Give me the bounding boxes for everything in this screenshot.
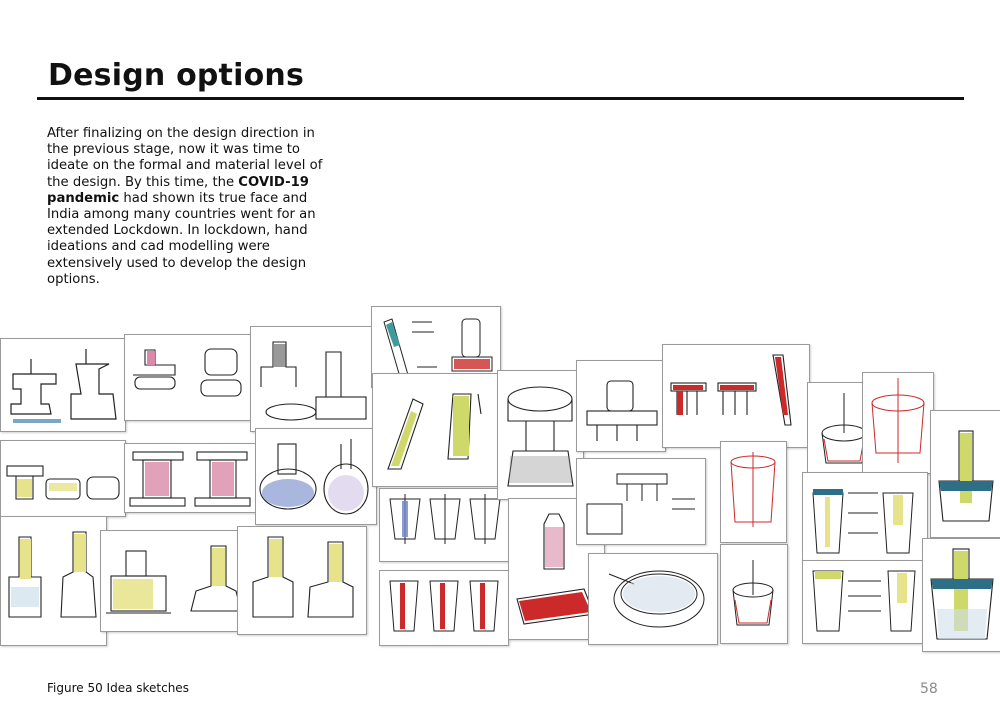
intro-text-bold: COVID-19 pandemic bbox=[47, 174, 309, 206]
sketch-card bbox=[0, 440, 126, 517]
sketch-card bbox=[237, 526, 367, 635]
sketch-card bbox=[250, 326, 374, 432]
figure-caption: Figure 50 Idea sketches bbox=[47, 681, 189, 695]
sketch-card bbox=[372, 373, 498, 487]
sketch-card bbox=[124, 443, 256, 513]
sketch-card bbox=[124, 334, 251, 421]
idea-sketches-collage bbox=[0, 298, 1000, 658]
sketch-card bbox=[862, 372, 934, 474]
sketch-card bbox=[662, 344, 810, 448]
sketch-card bbox=[802, 472, 928, 564]
page-number: 58 bbox=[920, 681, 938, 697]
sketch-card bbox=[922, 538, 1000, 652]
title-divider bbox=[37, 97, 964, 100]
sketch-card bbox=[379, 570, 509, 646]
page-title: Design options bbox=[48, 58, 304, 93]
sketch-card bbox=[588, 553, 718, 645]
sketch-card bbox=[379, 488, 511, 562]
sketch-card bbox=[720, 441, 787, 543]
sketch-card bbox=[930, 410, 1000, 538]
sketch-card bbox=[255, 428, 377, 525]
sketch-card bbox=[720, 544, 788, 644]
sketch-card bbox=[0, 338, 126, 432]
intro-text-2: had shown its true face and India among … bbox=[47, 190, 316, 287]
sketch-card bbox=[100, 530, 257, 632]
sketch-card bbox=[0, 516, 107, 646]
sketch-card bbox=[802, 560, 928, 644]
sketch-card bbox=[576, 458, 706, 545]
sketch-card bbox=[576, 360, 666, 452]
intro-text-1: After finalizing on the design direction… bbox=[47, 126, 323, 190]
sketch-card bbox=[497, 370, 584, 500]
intro-paragraph: After finalizing on the design direction… bbox=[47, 126, 337, 288]
